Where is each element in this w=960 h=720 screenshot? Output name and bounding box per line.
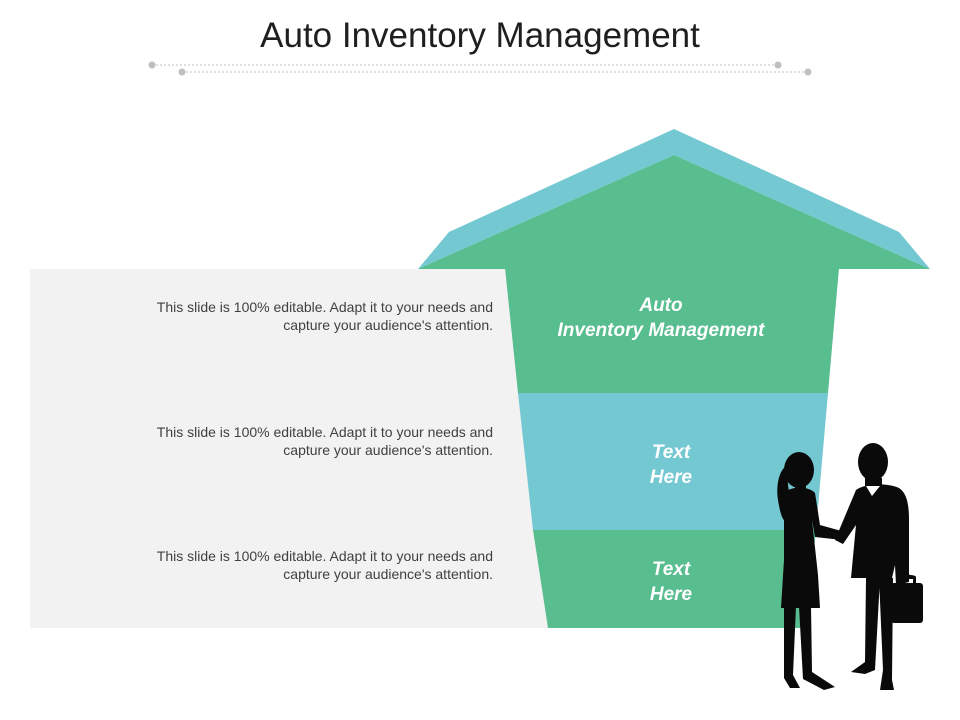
slide-title: Auto Inventory Management	[260, 16, 700, 55]
description-3: This slide is 100% editable. Adapt it to…	[113, 547, 493, 583]
description-3-line1: This slide is 100% editable. Adapt it to…	[156, 548, 493, 564]
arrow-label-bottom: Text Here	[591, 557, 751, 607]
woman-silhouette	[777, 452, 845, 690]
arrow-segment-middle	[518, 393, 828, 530]
arrow-label-top-line2: Inventory Management	[557, 320, 765, 341]
arrow-head	[418, 155, 930, 269]
divider-dot	[774, 61, 782, 69]
divider-dot	[148, 61, 156, 69]
man-silhouette	[835, 443, 923, 690]
title-divider	[148, 61, 812, 76]
arrow-segment-top	[505, 268, 839, 393]
divider-dot	[178, 68, 186, 76]
description-2-line1: This slide is 100% editable. Adapt it to…	[156, 424, 493, 440]
shirt-collar	[866, 486, 880, 496]
description-1: This slide is 100% editable. Adapt it to…	[113, 298, 493, 334]
description-2: This slide is 100% editable. Adapt it to…	[113, 423, 493, 459]
arrow-label-top: Auto Inventory Management	[531, 293, 791, 343]
description-panel	[30, 269, 550, 628]
briefcase-icon	[891, 574, 923, 623]
arrow-label-bottom-line1: Text	[651, 559, 691, 580]
arrow-label-middle-line1: Text	[651, 442, 691, 463]
description-3-line2: capture your audience's attention.	[283, 566, 493, 582]
arrow-label-bottom-line2: Here	[649, 584, 693, 605]
description-2-line2: capture your audience's attention.	[283, 442, 493, 458]
arrow-label-middle: Text Here	[591, 440, 751, 490]
divider-dot	[804, 68, 812, 76]
description-1-line2: capture your audience's attention.	[283, 317, 493, 333]
arrow-segment-bottom	[533, 530, 816, 628]
description-1-line1: This slide is 100% editable. Adapt it to…	[156, 299, 493, 315]
arrow-label-top-line1: Auto	[639, 295, 683, 316]
arrow-label-middle-line2: Here	[649, 467, 693, 488]
